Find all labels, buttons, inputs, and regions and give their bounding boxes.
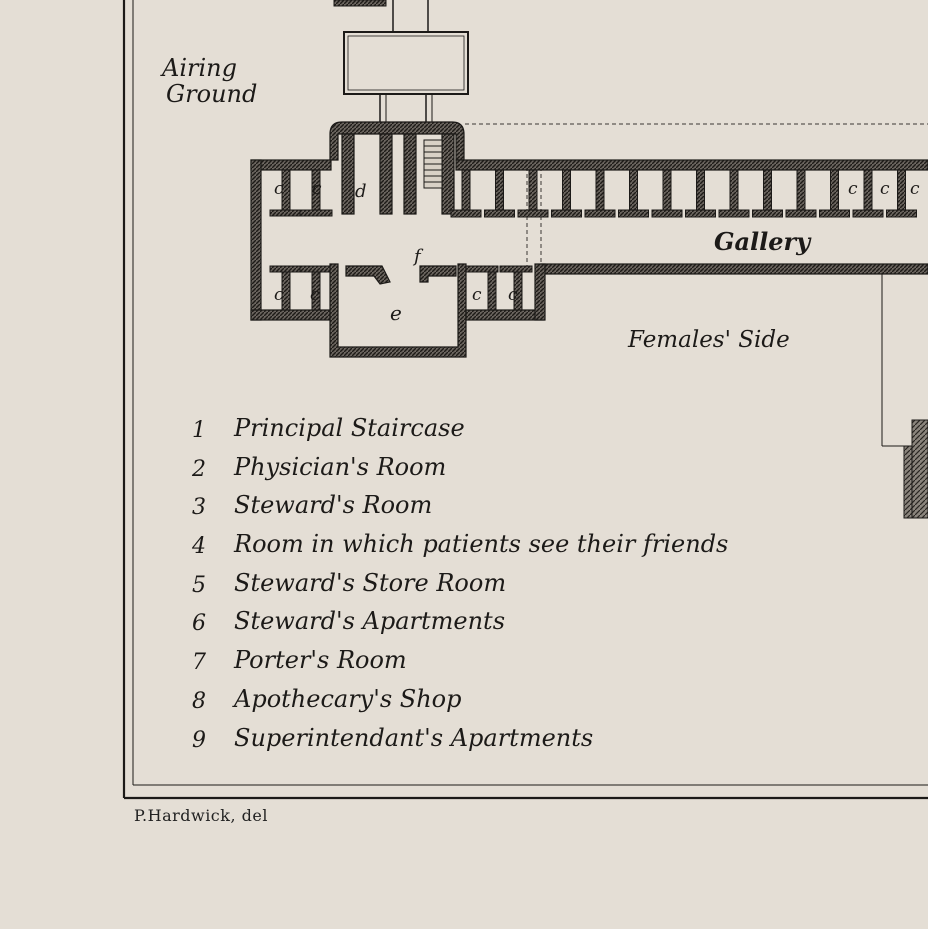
cell-partition (461, 169, 471, 213)
key-text: Steward's Room (234, 491, 433, 519)
key-text: Steward's Apartments (234, 607, 506, 635)
cell-partition-base (484, 209, 515, 218)
cell-label: c (274, 285, 284, 305)
key-text: Superintendant's Apartments (234, 724, 594, 752)
key-number: 3 (192, 495, 206, 520)
key-number: 5 (192, 573, 206, 598)
cell-partition (729, 169, 739, 213)
cell-partition-base (584, 209, 616, 218)
cell-partition-base (852, 209, 884, 218)
room-e-label: e (390, 301, 402, 325)
key-text: Porter's Room (234, 646, 407, 674)
entrance-block (333, 0, 469, 124)
airing-ground-label-1: Airing (160, 54, 237, 82)
gallery-label: Gallery (714, 227, 812, 256)
cell-partition (562, 169, 571, 213)
cell-partition (495, 169, 504, 213)
building-walls (250, 121, 928, 358)
cell-partition-base (618, 209, 649, 218)
cell-label: c (508, 285, 518, 305)
cell-label: c (472, 285, 482, 305)
key-number: 2 (192, 457, 206, 482)
cell-partition-base (651, 209, 683, 218)
gallery-cells (450, 169, 917, 218)
cell-partition-base (718, 209, 750, 218)
room-d-label: d (355, 181, 367, 202)
cell-partition (897, 169, 906, 213)
cell-label: c (312, 179, 322, 199)
cell-partition-base (752, 209, 783, 218)
key-text: Room in which patients see their friends (234, 530, 729, 558)
cell-partition (595, 169, 605, 213)
west-upper-cells (269, 169, 333, 217)
cell-partition (629, 169, 638, 213)
cell-partition-base (551, 209, 582, 218)
cell-partition-base (517, 209, 549, 218)
cell-partition (796, 169, 806, 213)
cell-partition (662, 169, 672, 213)
staircase-steps (423, 139, 443, 189)
key-number: 9 (192, 728, 206, 753)
cell-label: c (910, 179, 920, 199)
key-number: 4 (192, 534, 206, 559)
annex (881, 274, 928, 519)
cell-partition-base (785, 209, 817, 218)
cell-partition-base (886, 209, 917, 218)
cell-label: c (880, 179, 890, 199)
cell-labels: c c c c c c c c c (274, 179, 920, 305)
cell-partition (763, 169, 772, 213)
plate-border (122, 0, 928, 800)
cell-partition-base (450, 209, 482, 218)
key-text: Physician's Room (234, 453, 447, 481)
key-number: 6 (192, 611, 206, 636)
key-text: Apothecary's Shop (234, 685, 462, 713)
cell-partition (863, 169, 873, 213)
cell-label: c (848, 179, 858, 199)
west-lower-cells (269, 265, 533, 311)
cell-partition (696, 169, 705, 213)
cell-label: c (274, 179, 284, 199)
room-f-label: f (412, 246, 424, 267)
cell-partition-base (819, 209, 850, 218)
cell-label: c (310, 285, 320, 305)
key-number: 1 (192, 418, 206, 443)
airing-ground-label-2: Ground (166, 80, 257, 108)
key-text: Principal Staircase (234, 414, 465, 442)
cell-partition (830, 169, 839, 213)
key-number: 8 (192, 689, 206, 714)
key-number: 7 (192, 650, 206, 675)
key-text: Steward's Store Room (234, 569, 507, 597)
cell-partition (528, 169, 538, 213)
artist-credit: P.Hardwick, del (134, 806, 268, 825)
females-side-label: Females' Side (627, 327, 790, 353)
cell-partition-base (685, 209, 716, 218)
